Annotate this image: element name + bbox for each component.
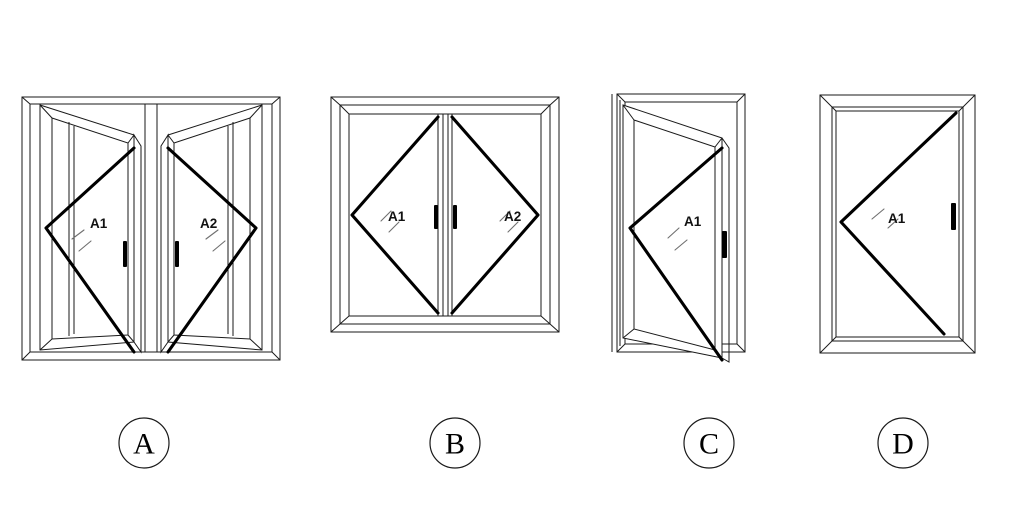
figure-a-handle-a1[interactable] xyxy=(123,241,127,267)
figure-b-handle-a2[interactable] xyxy=(453,205,457,229)
tag-b-letter: B xyxy=(445,428,465,461)
tag-a[interactable]: A xyxy=(118,417,170,469)
figure-d-glass-hatch-a1 xyxy=(871,208,899,229)
tag-c-circle xyxy=(683,417,735,469)
figure-b-glass-hatch-a1 xyxy=(380,210,400,233)
figure-d-frame xyxy=(819,94,976,354)
figure-a-outer-frame xyxy=(21,96,281,361)
figure-c-label-a1: A1 xyxy=(684,214,702,229)
figure-c-sash-a1[interactable]: A1 xyxy=(619,100,730,363)
figure-a-glass-hatch-a2 xyxy=(205,229,226,252)
figure-b-label-a1: A1 xyxy=(388,209,406,224)
tag-b[interactable]: B xyxy=(429,417,481,469)
tag-d-letter: D xyxy=(892,428,914,461)
figure-c-glass-hatch-a1 xyxy=(667,227,688,251)
tag-b-circle xyxy=(429,417,481,469)
figure-b-glass-hatch-a2 xyxy=(499,210,519,233)
tag-a-circle xyxy=(118,417,170,469)
tag-d-circle xyxy=(877,417,929,469)
figure-d-handle-a1[interactable] xyxy=(951,203,956,230)
figure-a-sash-a1[interactable]: A1 xyxy=(39,104,142,354)
figure-b-handle-a1[interactable] xyxy=(434,205,438,229)
figure-a-glass-hatch-a1 xyxy=(71,229,92,252)
figure-a-sash-a2[interactable]: A2 xyxy=(160,104,263,354)
tag-d[interactable]: D xyxy=(877,417,929,469)
tag-a-letter: A xyxy=(133,428,155,461)
tag-c[interactable]: C xyxy=(683,417,735,469)
figure-b-label-a2: A2 xyxy=(504,209,521,224)
figure-b-sash-a2[interactable]: A2 xyxy=(450,115,540,315)
tag-c-letter: C xyxy=(699,428,719,461)
figure-d-sash-a1[interactable]: A1 xyxy=(839,111,958,336)
figure-a-handle-a2[interactable] xyxy=(175,241,179,267)
figure-c-handle-a1[interactable] xyxy=(722,231,727,258)
figure-b-sash-a1[interactable]: A1 xyxy=(350,115,440,315)
figure-d-label-a1: A1 xyxy=(888,211,906,226)
figure-a-label-a1: A1 xyxy=(90,216,108,231)
figure-a-label-a2: A2 xyxy=(200,216,217,231)
